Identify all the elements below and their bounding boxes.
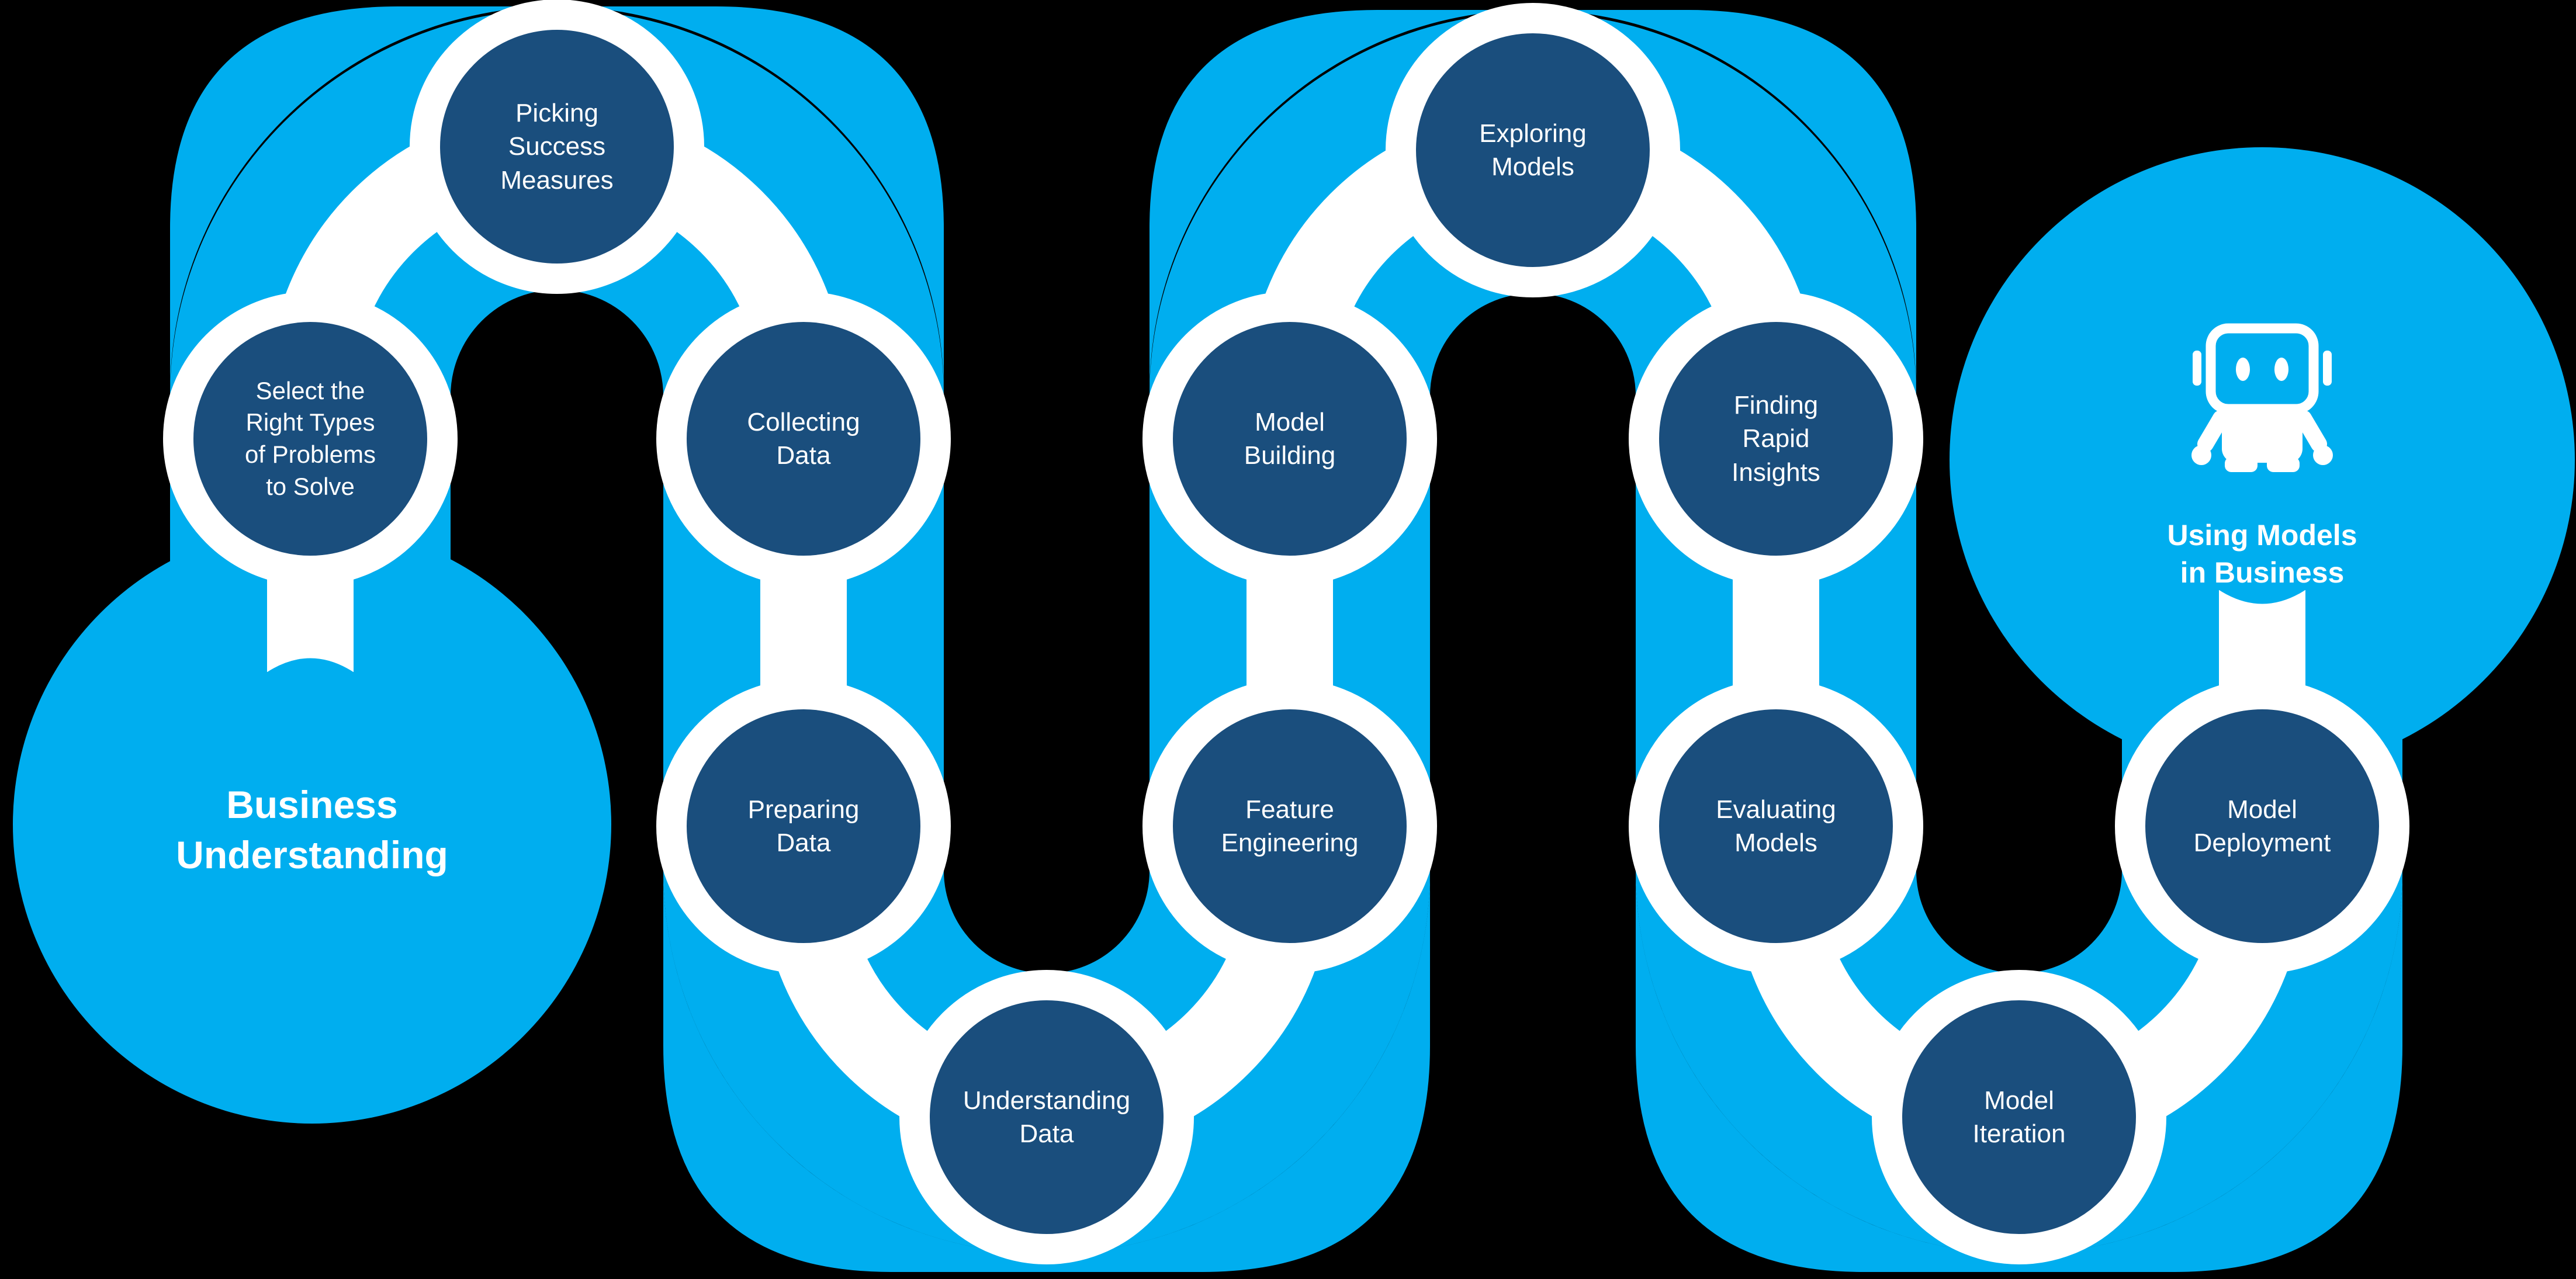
u1-right-filler (1047, 871, 1430, 1272)
business-understanding-label: Business Understanding (176, 783, 448, 876)
using-models-label: Using Models in Business (2167, 519, 2357, 589)
robot-hand-left-icon (2191, 445, 2211, 465)
arch1-left-filler (170, 6, 557, 393)
step-label: Preparing Data (747, 795, 860, 857)
step-circle-evaluating-models: Evaluating Models (1629, 679, 1923, 973)
step-label: Understanding Data (962, 1086, 1131, 1148)
business-understanding-circle (13, 525, 611, 1124)
step-label: Picking Success Measures (500, 99, 614, 195)
robot-ear-left-icon (2193, 351, 2201, 386)
step-circle-preparing-data: Preparing Data (656, 679, 951, 973)
step-circle-understanding-data: Understanding Data (899, 970, 1194, 1264)
step-circle-model-building: Model Building (1142, 292, 1437, 586)
step-circle-model-iteration: Model Iteration (1872, 970, 2166, 1264)
step-label: Select the Right Types of Problems to So… (244, 376, 376, 500)
robot-ear-right-icon (2323, 351, 2332, 386)
u2-right-filler (2019, 871, 2402, 1272)
white-path-endcap-left (266, 658, 354, 673)
step-label: Finding Rapid Insights (1732, 391, 1820, 487)
step-circle-finding-rapid-insights: Finding Rapid Insights (1629, 292, 1923, 586)
step-label: Model Building (1244, 407, 1336, 470)
robot-eye-left-icon (2236, 358, 2250, 381)
step-label: Collecting Data (747, 407, 860, 470)
step-label: Exploring Models (1479, 119, 1587, 181)
step-circle-feature-engineering: Feature Engineering (1142, 679, 1437, 973)
step-circle-select-the-right-types-of-problems-to-solve: Select the Right Types of Problems to So… (163, 292, 458, 586)
step-label: Evaluating Models (1716, 795, 1836, 857)
u1-left-filler (663, 871, 1047, 1272)
robot-foot-right-icon (2267, 457, 2300, 472)
u2-left-filler (1636, 871, 2019, 1272)
arch2-right-filler (1533, 10, 1916, 393)
step-circle-exploring-models: Exploring Models (1386, 3, 1680, 297)
arch2-left-filler (1149, 10, 1533, 393)
robot-hand-right-icon (2313, 445, 2333, 465)
arch1-right-filler (557, 6, 944, 393)
step-label: Model Deployment (2193, 795, 2331, 857)
robot-arm-left-icon (2197, 410, 2229, 452)
robot-foot-left-icon (2225, 457, 2258, 472)
step-label: Feature Engineering (1221, 795, 1359, 857)
robot-arm-right-icon (2295, 410, 2327, 452)
robot-eye-right-icon (2274, 358, 2288, 381)
step-label: Model Iteration (1972, 1086, 2066, 1148)
step-circle-picking-success-measures: Picking Success Measures (410, 0, 704, 294)
step-circle-collecting-data: Collecting Data (656, 292, 951, 586)
robot-icon (2191, 323, 2333, 472)
white-path-endcap-right (2218, 590, 2306, 604)
step-circle-model-deployment: Model Deployment (2115, 679, 2409, 973)
robot-torso-icon (2222, 409, 2303, 463)
